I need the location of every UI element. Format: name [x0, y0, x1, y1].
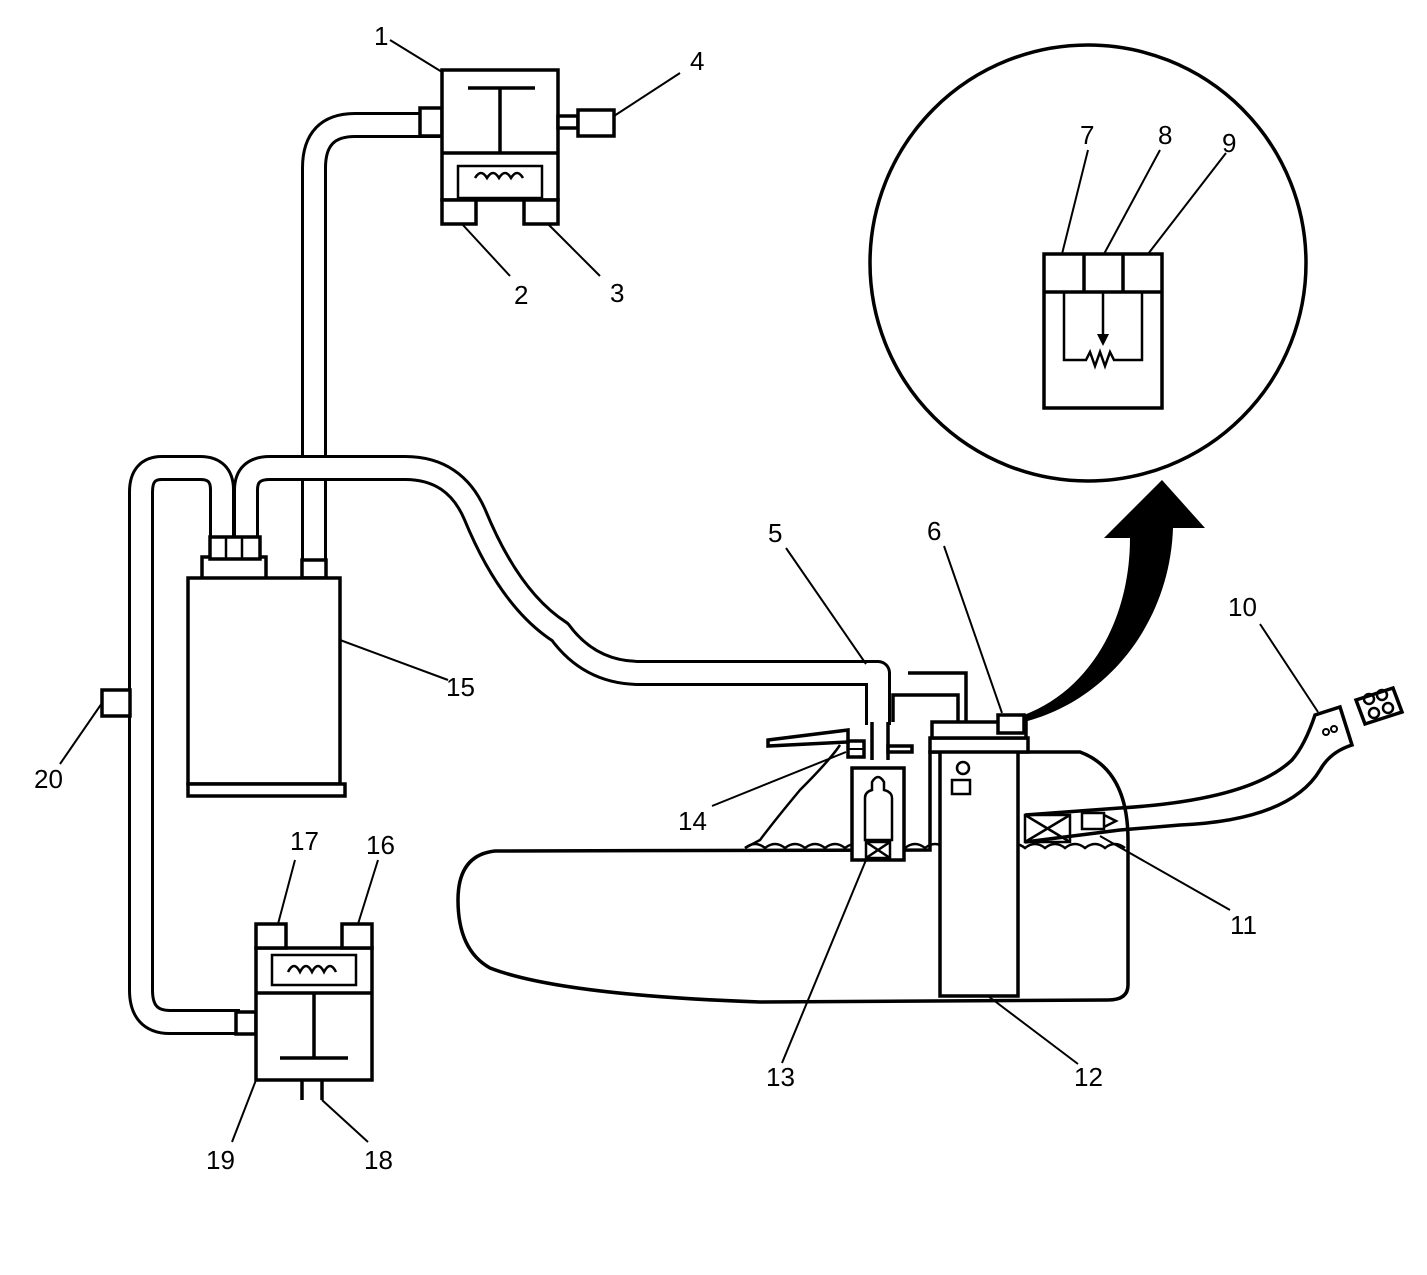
callout-4: 4: [690, 46, 704, 76]
callout-16: 16: [366, 830, 395, 860]
callout-leaders: [59, 39, 1319, 1143]
evap-hoses: [100, 112, 891, 1035]
fuel-cap: [1353, 685, 1405, 727]
callout-5: 5: [768, 518, 782, 548]
detail-arrow: [1024, 480, 1205, 722]
callout-12: 12: [1074, 1062, 1103, 1092]
callout-1: 1: [374, 21, 388, 51]
callout-17: 17: [290, 826, 319, 856]
callout-10: 10: [1228, 592, 1257, 622]
callout-6: 6: [927, 516, 941, 546]
callout-19: 19: [206, 1145, 235, 1175]
callout-8: 8: [1158, 120, 1172, 150]
callout-20: 20: [34, 764, 63, 794]
fuel-level-sensor-detail: [868, 43, 1308, 483]
fuel-pump-module: [891, 671, 1030, 998]
purge-solenoid-valve: [418, 68, 616, 226]
fuel-filler-neck: [1023, 685, 1405, 844]
callout-13: 13: [766, 1062, 795, 1092]
fuel-tank-vent-valve: [766, 722, 914, 862]
callout-labels: 1 2 3 4 5 6 7 8 9 10 11 12 13 14 15 16 1…: [34, 21, 1257, 1175]
callout-15: 15: [446, 672, 475, 702]
callout-9: 9: [1222, 128, 1236, 158]
fuel-tank: [456, 744, 1130, 1004]
callout-3: 3: [610, 278, 624, 308]
callout-11: 11: [1230, 910, 1257, 940]
callout-2: 2: [514, 280, 528, 310]
callout-14: 14: [678, 806, 707, 836]
evap-canister: [186, 535, 347, 798]
callout-7: 7: [1080, 120, 1094, 150]
callout-18: 18: [364, 1145, 393, 1175]
vent-solenoid-valve: [234, 922, 374, 1100]
